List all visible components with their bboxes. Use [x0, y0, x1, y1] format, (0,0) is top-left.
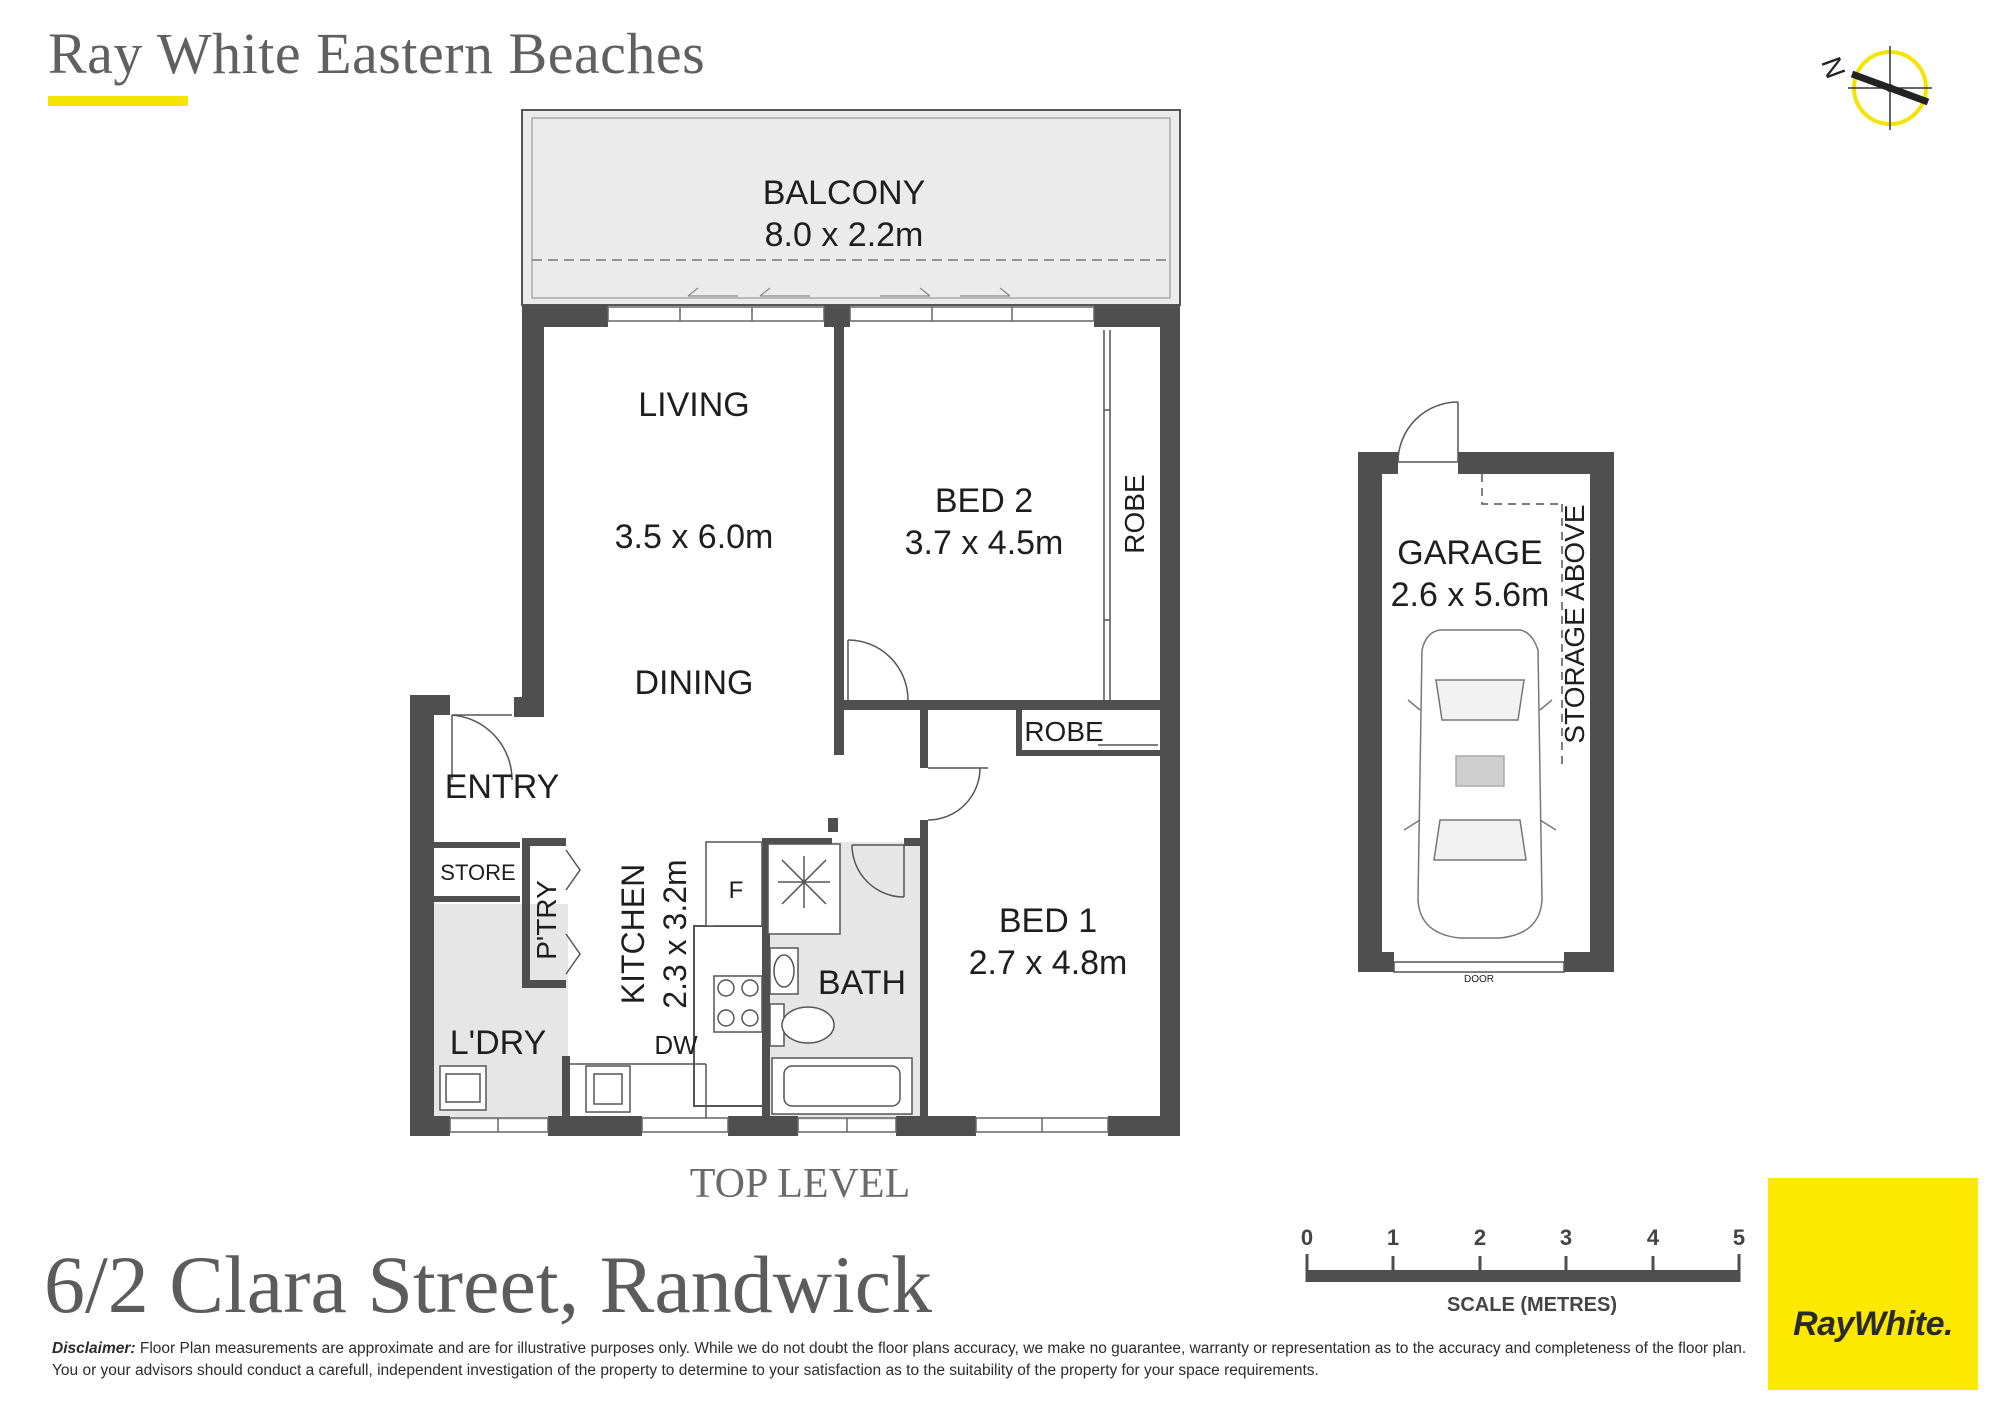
compass-icon: N	[1815, 46, 1932, 130]
property-address: 6/2 Clara Street, Randwick	[44, 1239, 933, 1330]
scale-tick-2: 2	[1474, 1225, 1486, 1250]
dishwasher-label: DW	[654, 1030, 698, 1060]
garage-walls	[1358, 452, 1614, 972]
laundry-name: L'DRY	[450, 1024, 547, 1062]
balcony-size: 8.0 x 2.2m	[765, 216, 924, 254]
brand-logo: RayWhite.	[1793, 1305, 1953, 1343]
fridge-label: F	[729, 877, 744, 904]
garage-name: GARAGE	[1397, 534, 1542, 572]
scale-tick-4: 4	[1647, 1225, 1660, 1250]
bath-name: BATH	[818, 964, 906, 1002]
store-name: STORE	[440, 860, 515, 885]
balcony-area	[521, 109, 1181, 306]
storage-above-label: STORAGE ABOVE	[1559, 504, 1590, 743]
pantry-name: P'TRY	[531, 880, 562, 960]
bed2-name: BED 2	[935, 482, 1033, 520]
robe-bed1-label: ROBE	[1024, 716, 1103, 747]
disclaimer: Disclaimer: Floor Plan measurements are …	[52, 1338, 1752, 1382]
disclaimer-lead: Disclaimer:	[52, 1340, 136, 1357]
bed2-size: 3.7 x 4.5m	[905, 524, 1064, 562]
scale-tick-5: 5	[1733, 1225, 1745, 1250]
disclaimer-text: Floor Plan measurements are approximate …	[52, 1340, 1747, 1379]
scale-bar: 0 1 2 3 4 5 SCALE (METRES)	[1301, 1225, 1745, 1316]
agency-name: Ray White Eastern Beaches	[48, 21, 706, 86]
living-name: LIVING	[638, 386, 749, 424]
scale-tick-1: 1	[1387, 1225, 1399, 1250]
scale-tick-3: 3	[1560, 1225, 1572, 1250]
scale-tick-0: 0	[1301, 1225, 1313, 1250]
scale-label: SCALE (METRES)	[1447, 1294, 1617, 1316]
level-label: TOP LEVEL	[689, 1161, 911, 1207]
walls	[410, 305, 1180, 1136]
garage-size: 2.6 x 5.6m	[1391, 576, 1550, 614]
bed1-size: 2.7 x 4.8m	[969, 944, 1128, 982]
bed1-name: BED 1	[999, 902, 1097, 940]
car-icon	[1403, 629, 1557, 939]
dining-name: DINING	[635, 664, 754, 702]
agency-underline	[48, 96, 188, 106]
balcony-name: BALCONY	[763, 174, 926, 212]
robe-bed2-label: ROBE	[1119, 474, 1150, 553]
brand-logo-box: RayWhite.	[1768, 1178, 1978, 1390]
kitchen-size: 2.3 x 3.2m	[657, 859, 693, 1008]
living-size: 3.5 x 6.0m	[615, 518, 774, 556]
north-label: N	[1815, 53, 1851, 83]
garage-door-label: DOOR	[1464, 974, 1494, 985]
kitchen-name: KITCHEN	[615, 864, 651, 1004]
entry-name: ENTRY	[445, 768, 560, 806]
